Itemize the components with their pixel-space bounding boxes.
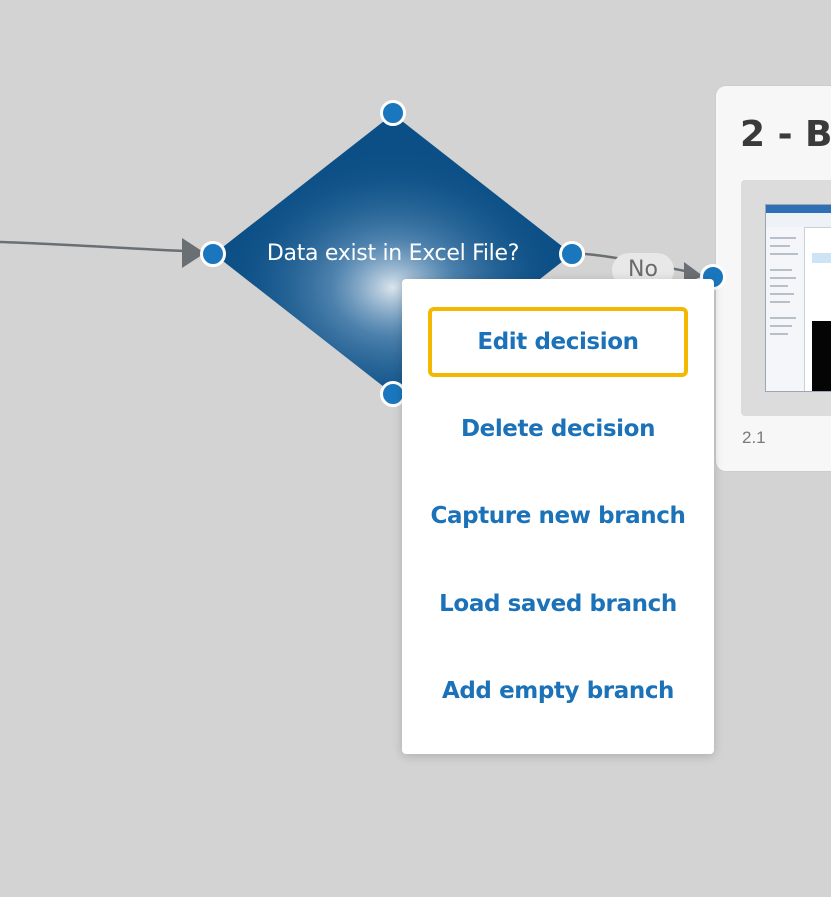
decision-label[interactable]: Data exist in Excel File? (266, 241, 520, 266)
thumbnail-line (770, 285, 788, 287)
thumbnail-line (770, 333, 788, 335)
thumbnail-ribbon (766, 213, 831, 228)
thumbnail-dark-panel (812, 321, 831, 391)
edit-decision-menu-item[interactable]: Edit decision (428, 307, 688, 377)
decision-context-menu: Edit decision Delete decision Capture ne… (402, 279, 714, 754)
thumbnail-line (770, 301, 790, 303)
step-card[interactable]: 2 - Br (716, 86, 831, 471)
thumbnail-line (770, 277, 796, 279)
thumbnail-line (770, 269, 792, 271)
step-screenshot-thumbnail[interactable]: 3 (741, 180, 831, 416)
no-arrowhead (684, 262, 703, 284)
load-saved-branch-menu-item[interactable]: Load saved branch (439, 591, 677, 617)
thumbnail-line (770, 245, 790, 247)
incoming-arrowhead (182, 238, 205, 268)
thumbnail-titlebar (766, 205, 831, 213)
diamond-left-handle[interactable] (200, 241, 226, 267)
thumbnail-line (770, 253, 798, 255)
thumbnail-line (770, 293, 794, 295)
diamond-top-handle[interactable] (380, 100, 406, 126)
delete-decision-menu-item[interactable]: Delete decision (460, 416, 656, 442)
thumbnail-line (770, 317, 796, 319)
add-empty-branch-menu-item[interactable]: Add empty branch (441, 678, 675, 704)
capture-new-branch-menu-item[interactable]: Capture new branch (430, 503, 686, 529)
incoming-connector[interactable] (0, 240, 186, 253)
thumbnail-screen (765, 204, 831, 392)
thumbnail-selection (812, 253, 831, 263)
diamond-right-handle[interactable] (559, 241, 585, 267)
thumbnail-line (770, 325, 792, 327)
step-title: 2 - Br (740, 114, 831, 155)
step-number: 2.1 (742, 428, 766, 447)
thumbnail-line (770, 237, 796, 239)
thumbnail-sidebar (766, 227, 805, 391)
